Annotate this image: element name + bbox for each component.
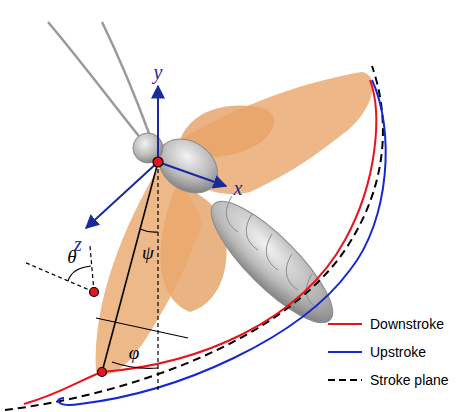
- legend-text: Downstroke: [370, 317, 444, 331]
- legend-sample: [328, 323, 362, 325]
- axis-label: y: [154, 62, 163, 82]
- theta-reference: [24, 262, 94, 292]
- wing-tip-point: [98, 368, 107, 377]
- theta-arc: [68, 266, 91, 281]
- wing-axis-line: [102, 162, 158, 372]
- antenna: [102, 22, 150, 136]
- phi-arc: [112, 362, 158, 368]
- legend-sample: [328, 351, 362, 353]
- z-axis: [86, 162, 158, 228]
- wing-point: [90, 288, 99, 297]
- upstroke-curve: [58, 80, 385, 405]
- angle-label: ψ: [142, 243, 154, 262]
- vertical-reference: [157, 162, 158, 392]
- chord-line: [96, 318, 188, 338]
- downstroke-curve: [24, 80, 376, 404]
- legend-sample: [328, 379, 362, 381]
- pivot-point: [153, 157, 163, 167]
- legend-text: Upstroke: [370, 345, 426, 359]
- legend-text: Stroke plane: [370, 373, 449, 387]
- stroke-plane-curve: [5, 66, 383, 410]
- y-axis: [157, 86, 159, 162]
- theta-reference: [90, 246, 94, 292]
- x-axis: [158, 162, 226, 186]
- angle-label: φ: [129, 343, 140, 362]
- angle-label: θ: [67, 247, 76, 266]
- abdomen: [196, 186, 347, 337]
- axis-label: x: [234, 178, 243, 198]
- psi-arc: [140, 229, 158, 232]
